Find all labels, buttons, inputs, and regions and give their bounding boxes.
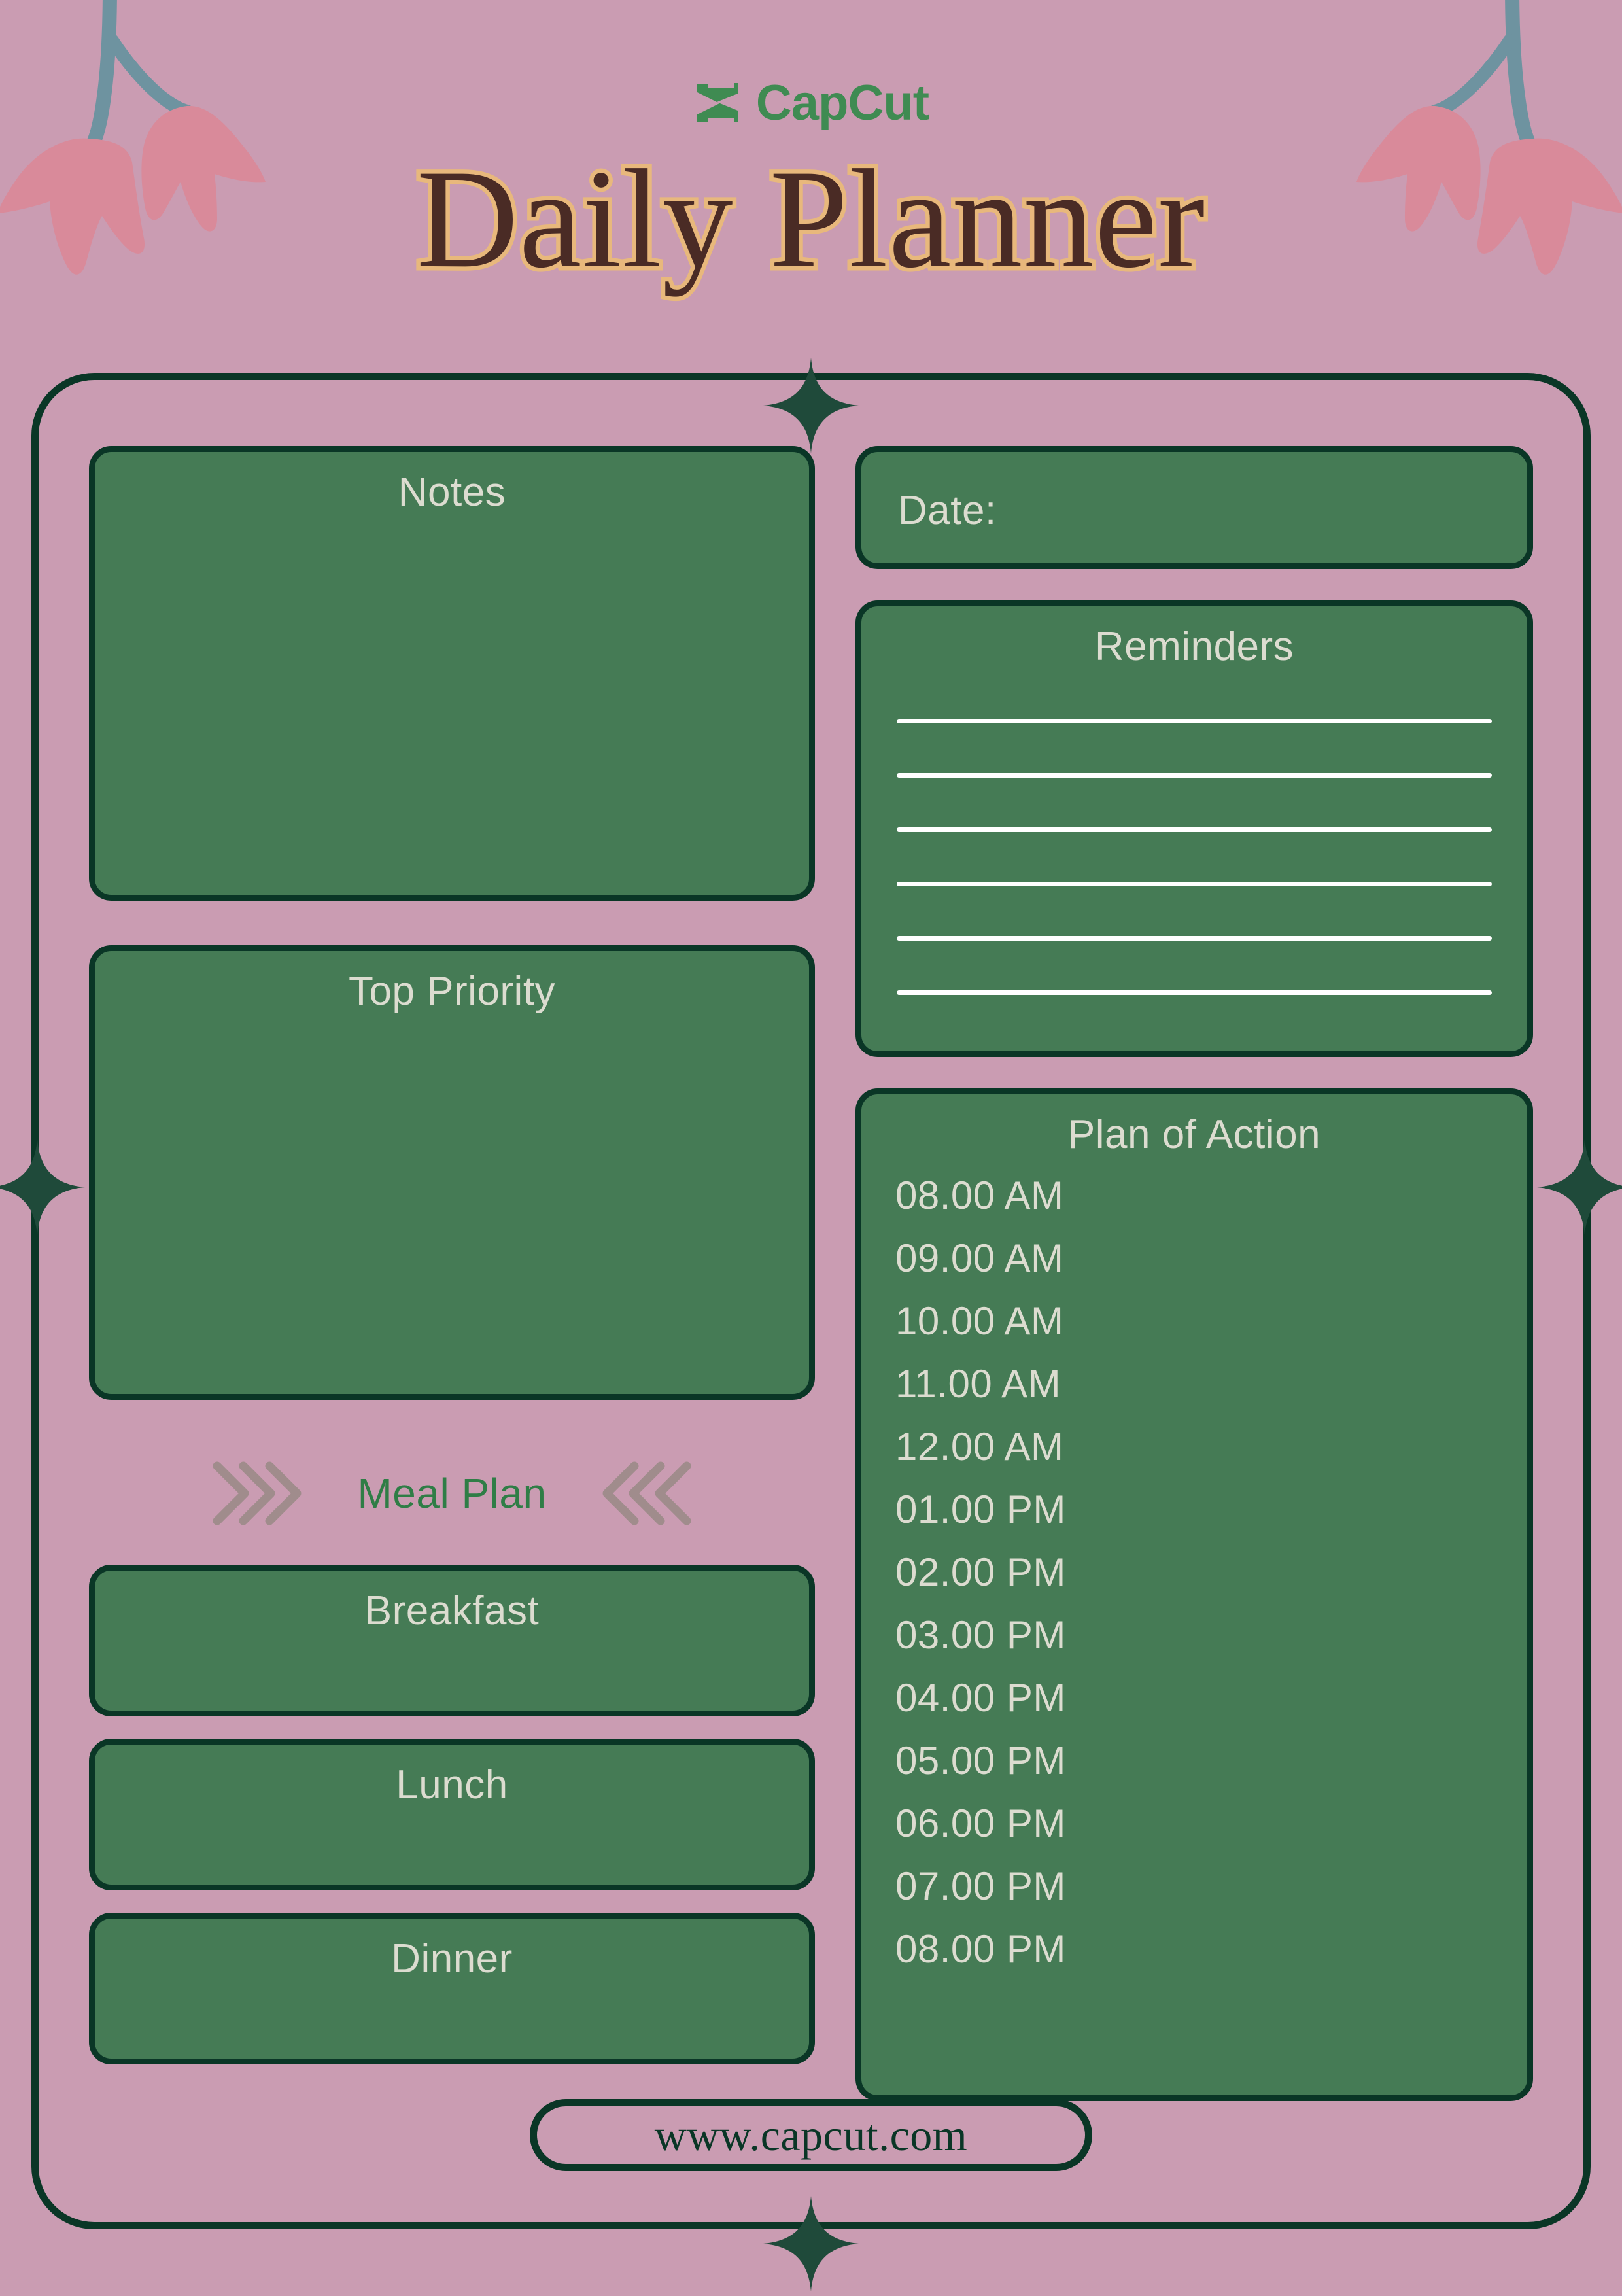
reminder-line[interactable] xyxy=(897,773,1492,778)
reminder-line[interactable] xyxy=(897,827,1492,832)
tulip-flowers-icon-left xyxy=(0,0,301,288)
dinner-panel[interactable]: Dinner xyxy=(89,1913,815,2064)
reminders-label: Reminders xyxy=(1094,624,1294,669)
plan-time-slot[interactable]: 05.00 PM xyxy=(895,1739,1066,1783)
right-column: Date: Reminders Plan of Action 08.00 AM … xyxy=(855,446,1533,2101)
planner-content: Notes Top Priority Meal Plan xyxy=(89,446,1533,2101)
left-column: Notes Top Priority Meal Plan xyxy=(89,446,815,2101)
plan-time-slot[interactable]: 01.00 PM xyxy=(895,1487,1066,1531)
plan-of-action-label: Plan of Action xyxy=(1067,1112,1321,1157)
plan-time-slot[interactable]: 12.00 AM xyxy=(895,1425,1064,1469)
plan-time-slot[interactable]: 11.00 AM xyxy=(895,1362,1061,1406)
triple-chevron-right-icon xyxy=(208,1459,306,1527)
plan-time-slot[interactable]: 08.00 PM xyxy=(895,1927,1066,1971)
capcut-hourglass-icon xyxy=(693,80,742,126)
four-point-sparkle-icon-top xyxy=(762,357,860,458)
tulip-flowers-icon-right xyxy=(1321,0,1622,288)
plan-time-slot[interactable]: 04.00 PM xyxy=(895,1676,1066,1720)
website-url-badge[interactable]: www.capcut.com xyxy=(530,2099,1092,2171)
breakfast-panel[interactable]: Breakfast xyxy=(89,1565,815,1716)
reminder-lines xyxy=(897,719,1492,995)
page-title: Daily Planner xyxy=(412,141,1209,298)
four-point-sparkle-icon-left xyxy=(0,1138,86,1240)
reminder-line[interactable] xyxy=(897,990,1492,995)
notes-label: Notes xyxy=(398,470,506,515)
plan-time-slot[interactable]: 03.00 PM xyxy=(895,1613,1066,1657)
reminders-panel[interactable]: Reminders xyxy=(855,600,1533,1057)
plan-time-slot[interactable]: 10.00 AM xyxy=(895,1299,1064,1343)
plan-of-action-list: 08.00 AM 09.00 AM 10.00 AM 11.00 AM 12.0… xyxy=(861,1158,1527,1981)
top-priority-label: Top Priority xyxy=(348,969,556,1014)
four-point-sparkle-icon-bottom xyxy=(762,2195,860,2296)
lunch-label: Lunch xyxy=(396,1762,508,1807)
plan-time-slot[interactable]: 08.00 AM xyxy=(895,1174,1064,1217)
brand-name: CapCut xyxy=(755,75,929,131)
meal-plan-label: Meal Plan xyxy=(357,1470,547,1517)
website-url-text: www.capcut.com xyxy=(654,2110,968,2160)
reminder-line[interactable] xyxy=(897,882,1492,886)
meal-plan-header: Meal Plan xyxy=(89,1444,815,1542)
lunch-panel[interactable]: Lunch xyxy=(89,1739,815,1890)
plan-time-slot[interactable]: 09.00 AM xyxy=(895,1236,1064,1280)
reminder-line[interactable] xyxy=(897,936,1492,941)
date-field[interactable]: Date: xyxy=(855,446,1533,569)
plan-time-slot[interactable]: 06.00 PM xyxy=(895,1801,1066,1845)
plan-time-slot[interactable]: 07.00 PM xyxy=(895,1864,1066,1908)
notes-panel[interactable]: Notes xyxy=(89,446,815,901)
breakfast-label: Breakfast xyxy=(364,1588,540,1633)
brand-logo: CapCut xyxy=(0,78,1622,128)
top-priority-panel[interactable]: Top Priority xyxy=(89,945,815,1400)
date-label: Date: xyxy=(898,488,997,533)
plan-of-action-panel[interactable]: Plan of Action 08.00 AM 09.00 AM 10.00 A… xyxy=(855,1088,1533,2101)
plan-time-slot[interactable]: 02.00 PM xyxy=(895,1550,1066,1594)
reminder-line[interactable] xyxy=(897,719,1492,723)
triple-chevron-left-icon xyxy=(598,1459,696,1527)
dinner-label: Dinner xyxy=(391,1936,513,1981)
four-point-sparkle-icon-right xyxy=(1536,1138,1622,1240)
